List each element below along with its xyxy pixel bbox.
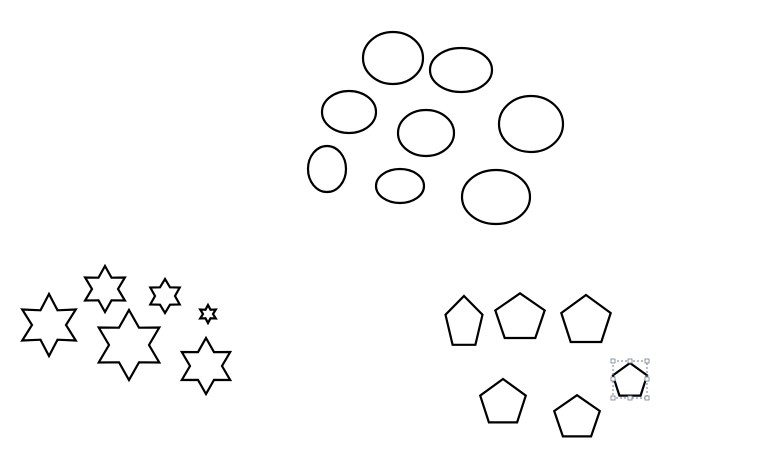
resize-handle[interactable] xyxy=(627,395,633,401)
resize-handle[interactable] xyxy=(610,395,616,401)
ellipse-shape[interactable] xyxy=(460,168,532,226)
ellipse-shape[interactable] xyxy=(374,167,426,205)
ellipse-shape[interactable] xyxy=(428,46,494,94)
ellipse-shape[interactable] xyxy=(320,89,378,135)
resize-handle[interactable] xyxy=(610,376,616,382)
ellipse-group xyxy=(306,30,565,226)
resize-handle[interactable] xyxy=(644,358,650,364)
star-shape[interactable] xyxy=(83,263,127,315)
resize-handle[interactable] xyxy=(627,358,633,364)
selection-frame[interactable] xyxy=(610,358,650,401)
resize-handle[interactable] xyxy=(610,358,616,364)
ellipse-shape[interactable] xyxy=(361,30,425,86)
pentagon-shape[interactable] xyxy=(560,293,612,344)
resize-handle[interactable] xyxy=(644,395,650,401)
pentagon-shape[interactable] xyxy=(493,291,547,340)
pentagon-shape[interactable] xyxy=(611,361,649,397)
ellipse-shape[interactable] xyxy=(396,108,456,158)
ellipse-shape[interactable] xyxy=(306,144,348,194)
star-shape[interactable] xyxy=(148,276,182,316)
pentagon-shape[interactable] xyxy=(444,294,484,346)
star-shape[interactable] xyxy=(179,335,233,397)
resize-handle[interactable] xyxy=(644,376,650,382)
star-shape[interactable] xyxy=(198,302,218,326)
pentagon-shape[interactable] xyxy=(478,377,528,424)
star-shape[interactable] xyxy=(20,291,78,359)
star-group xyxy=(20,263,233,397)
pentagon-shape[interactable] xyxy=(552,393,602,438)
star-shape[interactable] xyxy=(96,307,162,383)
pentagon-group xyxy=(444,291,649,438)
ellipse-shape[interactable] xyxy=(497,94,565,154)
